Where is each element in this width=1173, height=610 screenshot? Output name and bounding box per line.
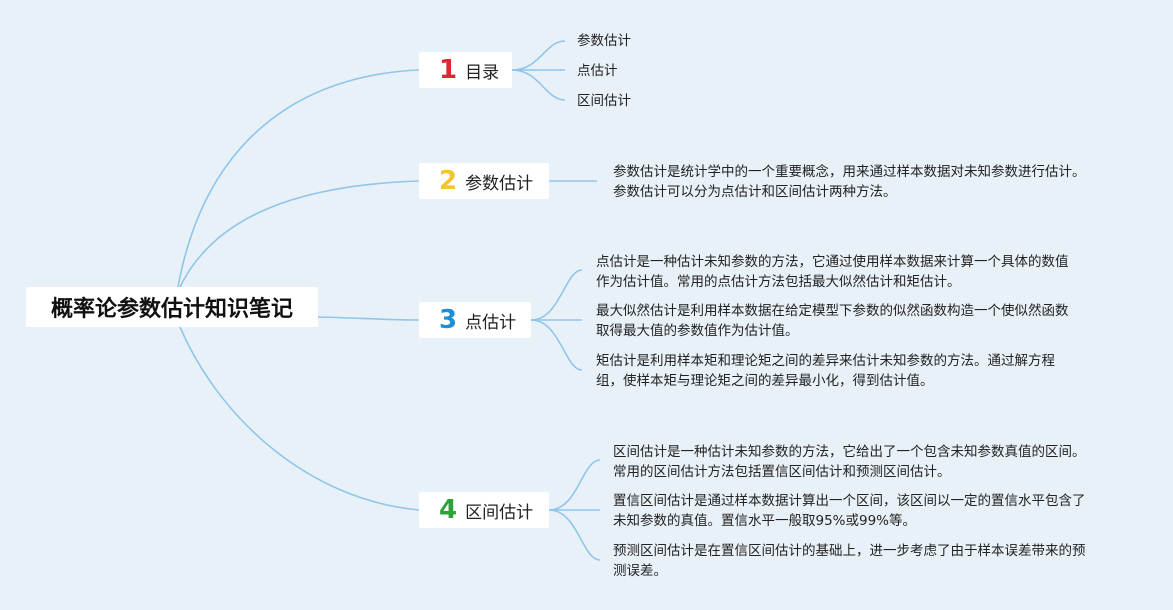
contents-item[interactable]: 点估计 [577, 63, 618, 79]
root-to-branch-3-line [317, 316, 420, 321]
branch-label: 参数估计 [465, 173, 534, 194]
note-block: 置信区间估计是通过样本数据计算出一个区间，该区间以一定的置信水平包含了 未知参数… [613, 491, 1086, 531]
branch-4-leaf-line [548, 509, 601, 561]
branch-1-leaf-line [511, 69, 566, 101]
root-to-branch-4-line [179, 326, 420, 511]
note-line: 置信区间估计是通过样本数据计算出一个区间，该区间以一定的置信水平包含了 [613, 493, 1086, 509]
root-to-branch-1-line [177, 69, 420, 288]
note-line: 点估计是一种估计未知参数的方法，它通过使用样本数据来计算一个具体的数值 [596, 254, 1069, 270]
note-line: 组，使样本矩与理论矩之间的差异最小化，得到估计值。 [596, 373, 934, 389]
branch-4-leaf-line [548, 459, 601, 511]
note-line: 常用的区间估计方法包括置信区间估计和预测区间估计。 [613, 464, 951, 480]
note-line: 最大似然估计是利用样本数据在给定模型下参数的似然函数构造一个使似然函数 [596, 303, 1069, 319]
branch-node-interval-estimation[interactable]: 4 区间估计 [419, 492, 549, 528]
branch-1-leaf-line [511, 40, 566, 71]
note-line: 矩估计是利用样本矩和理论矩之间的差异来估计未知参数的方法。通过解方程 [596, 353, 1055, 369]
note-line: 取得最大值的参数值作为估计值。 [596, 323, 799, 339]
note-line: 参数估计可以分为点估计和区间估计两种方法。 [613, 184, 897, 200]
note-line: 作为估计值。常用的点估计方法包括最大似然估计和矩估计。 [596, 274, 961, 290]
branch-label: 目录 [465, 62, 500, 83]
root-title: 概率论参数估计知识笔记 [50, 297, 293, 322]
note-block: 区间估计是一种估计未知参数的方法，它给出了一个包含未知参数真值的区间。 常用的区… [613, 442, 1086, 482]
branch-node-contents[interactable]: 1 目录 [419, 52, 512, 88]
note-block: 最大似然估计是利用样本数据在给定模型下参数的似然函数构造一个使似然函数 取得最大… [596, 301, 1069, 341]
branch-number: 3 [439, 305, 458, 335]
branch-label: 点估计 [465, 312, 517, 333]
branch-number: 1 [439, 55, 458, 85]
note-line: 测误差。 [613, 563, 667, 579]
contents-item[interactable]: 参数估计 [577, 33, 631, 49]
note-block: 点估计是一种估计未知参数的方法，它通过使用样本数据来计算一个具体的数值 作为估计… [596, 252, 1069, 292]
branch-node-point-estimation[interactable]: 3 点估计 [419, 302, 531, 338]
note-line: 参数估计是统计学中的一个重要概念，用来通过样本数据对未知参数进行估计。 [613, 164, 1086, 180]
branch-node-parameter-estimation[interactable]: 2 参数估计 [419, 163, 549, 199]
note-line: 预测区间估计是在置信区间估计的基础上，进一步考虑了由于样本误差带来的预 [613, 543, 1086, 559]
branch-3-leaf-line [530, 269, 583, 321]
branch-3-leaf-line [530, 319, 583, 371]
contents-item[interactable]: 区间估计 [577, 93, 631, 109]
branch-number: 2 [439, 166, 458, 196]
note-block: 参数估计是统计学中的一个重要概念，用来通过样本数据对未知参数进行估计。 参数估计… [613, 162, 1086, 202]
note-line: 区间估计是一种估计未知参数的方法，它给出了一个包含未知参数真值的区间。 [613, 444, 1086, 460]
root-to-branch-2-line [179, 180, 420, 288]
branch-number: 4 [439, 495, 458, 525]
root-node[interactable]: 概率论参数估计知识笔记 [26, 287, 318, 327]
note-block: 预测区间估计是在置信区间估计的基础上，进一步考虑了由于样本误差带来的预 测误差。 [613, 541, 1086, 581]
note-block: 矩估计是利用样本矩和理论矩之间的差异来估计未知参数的方法。通过解方程 组，使样本… [596, 351, 1055, 391]
branch-label: 区间估计 [465, 502, 534, 523]
note-line: 未知参数的真值。置信水平一般取95%或99%等。 [613, 513, 917, 529]
